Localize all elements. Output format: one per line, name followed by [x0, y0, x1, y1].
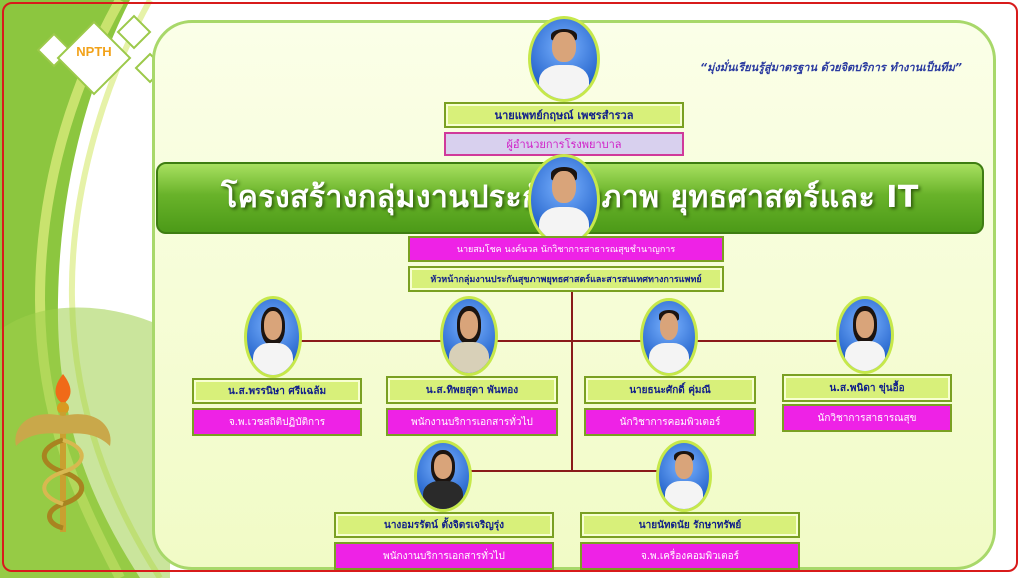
head-position: หัวหน้ากลุ่มงานประกันสุขภาพยุทธศาสตร์และ…	[408, 266, 724, 292]
staff-name-3: นายธนะศักดิ์ คุ่มณี	[584, 376, 756, 404]
staff-position-1: จ.พ.เวชสถิติปฏิบัติการ	[192, 408, 362, 436]
slogan: “มุ่งมั่นเรียนรู้สู่มาตรฐาน ด้วยจิตบริกา…	[700, 61, 962, 74]
staff-photo-5	[414, 440, 472, 512]
staff-position-2: พนักงานบริการเอกสารทั่วไป	[386, 408, 558, 436]
connector-main	[571, 292, 573, 470]
staff-position-3: นักวิชาการคอมพิวเตอร์	[584, 408, 756, 436]
logo-text: NPTH	[76, 44, 112, 59]
staff-name-1: น.ส.พรรนิษา ศรีแฉล้ม	[192, 378, 362, 404]
director-photo	[528, 16, 600, 102]
staff-photo-1	[244, 296, 302, 378]
staff-photo-3	[640, 298, 698, 376]
staff-name-2: น.ส.ทิพยสุดา พันทอง	[386, 376, 558, 404]
connector-row2	[444, 470, 684, 472]
staff-photo-6	[656, 440, 712, 512]
staff-name-4: น.ส.พนิดา ขุ่นอื้อ	[782, 374, 952, 402]
outer-frame	[2, 2, 1018, 572]
staff-position-4: นักวิชาการสาธารณสุข	[782, 404, 952, 432]
staff-name-5: นางอมรรัตน์ ตั้งจิตรเจริญรุ่ง	[334, 512, 554, 538]
director-position: ผู้อำนวยการโรงพยาบาล	[444, 132, 684, 156]
head-name: นายสมโชค นงค์นวล นักวิชาการสาธารณสุขชำนา…	[408, 236, 724, 262]
connector-row1	[272, 340, 866, 342]
staff-photo-4	[836, 296, 894, 374]
staff-name-6: นายนัทดนัย รักษาทรัพย์	[580, 512, 800, 538]
staff-photo-2	[440, 296, 498, 376]
staff-position-6: จ.พ.เครื่องคอมพิวเตอร์	[580, 542, 800, 570]
director-name: นายแพทย์กฤษณ์ เพชรสำรวล	[444, 102, 684, 128]
caduceus-icon	[15, 374, 111, 532]
staff-position-5: พนักงานบริการเอกสารทั่วไป	[334, 542, 554, 570]
